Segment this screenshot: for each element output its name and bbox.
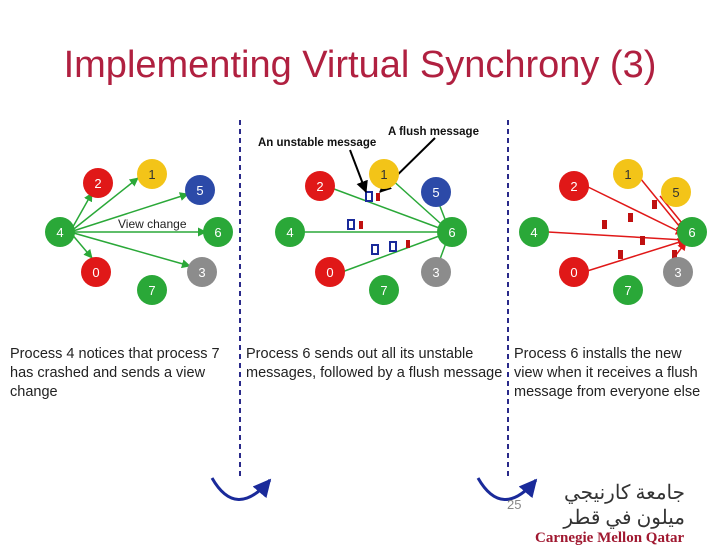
- panel-3-node-3: 3: [663, 257, 693, 287]
- panel-2-node-3: 3: [421, 257, 451, 287]
- node-label: 1: [624, 167, 631, 182]
- panel-3-node-2: 2: [559, 171, 589, 201]
- node-circle: [137, 159, 167, 189]
- node-circle: [83, 168, 113, 198]
- panel-2-node-1: 1: [369, 159, 399, 189]
- panel-3-node-0: 0: [559, 257, 589, 287]
- node-label: 3: [198, 265, 205, 280]
- node-circle: [663, 257, 693, 287]
- node-circle: [559, 257, 589, 287]
- panel-3-messages: [602, 200, 677, 259]
- node-circle: [45, 217, 75, 247]
- node-label: 6: [688, 225, 695, 240]
- panel-1-node-0: 0: [81, 257, 111, 287]
- node-label: 4: [530, 225, 537, 240]
- panel-2-node-5: 5: [421, 177, 451, 207]
- node-label: 7: [624, 283, 631, 298]
- process-nodes: 2 1 5 4 6 0 7 3 2 1 5 4 6 0 7 3 2 1 5 4 6 0 7 3: [45, 159, 707, 305]
- node-label: 4: [286, 225, 293, 240]
- panel-3-node-7: 7: [613, 275, 643, 305]
- node-circle: [661, 177, 691, 207]
- caption-middle: Process 6 sends out all its unstable mes…: [246, 346, 503, 381]
- node-circle: [275, 217, 305, 247]
- node-circle: [421, 177, 451, 207]
- node-label: 3: [674, 265, 681, 280]
- panel-2-node-0: 0: [315, 257, 345, 287]
- node-circle: [185, 175, 215, 205]
- node-circle: [137, 275, 167, 305]
- node-circle: [437, 217, 467, 247]
- node-label: 3: [432, 265, 439, 280]
- panel-2-node-7: 7: [369, 275, 399, 305]
- node-label: 6: [214, 225, 221, 240]
- node-label: 0: [570, 265, 577, 280]
- panel-1-node-3: 3: [187, 257, 217, 287]
- node-circle: [369, 159, 399, 189]
- logo-arabic-text: جامعة كارنيجي ميلون في قطر: [563, 482, 685, 529]
- unstable-pointer: [349, 149, 368, 194]
- panel-1-node-2: 2: [83, 168, 113, 198]
- node-circle: [187, 257, 217, 287]
- node-circle: [613, 159, 643, 189]
- panel-2-node-2: 2: [305, 171, 335, 201]
- page-number: 25: [507, 497, 522, 512]
- panel-1-node-1: 1: [137, 159, 167, 189]
- logo-text: Carnegie Mellon Qatar: [535, 530, 685, 546]
- panel-1-node-5: 5: [185, 175, 215, 205]
- caption-right: Process 6 installs the new view when it …: [514, 346, 701, 400]
- panel-2-node-6: 6: [437, 217, 467, 247]
- node-label: 0: [92, 265, 99, 280]
- node-label: 5: [432, 185, 439, 200]
- node-label: 6: [448, 225, 455, 240]
- node-label: 2: [316, 179, 323, 194]
- panel-1-node-4: 4: [45, 217, 75, 247]
- panel-2-messages: [347, 191, 410, 255]
- node-label: 7: [380, 283, 387, 298]
- view-change-label: View change: [118, 217, 187, 231]
- panel-3-node-1: 1: [613, 159, 643, 189]
- node-label: 4: [56, 225, 63, 240]
- node-label: 7: [148, 283, 155, 298]
- transition-arc-left: [210, 477, 272, 501]
- node-circle: [519, 217, 549, 247]
- caption-left: Process 4 notices that process 7 has cra…: [10, 346, 220, 400]
- unstable-message-label: An unstable message: [258, 137, 376, 149]
- panel-3-node-6: 6: [677, 217, 707, 247]
- node-circle: [315, 257, 345, 287]
- panel-2-node-4: 4: [275, 217, 305, 247]
- panel-1-node-6: 6: [203, 217, 233, 247]
- node-label: 0: [326, 265, 333, 280]
- node-label: 1: [380, 167, 387, 182]
- node-label: 5: [196, 183, 203, 198]
- node-circle: [305, 171, 335, 201]
- node-label: 1: [148, 167, 155, 182]
- node-circle: [369, 275, 399, 305]
- node-circle: [81, 257, 111, 287]
- node-label: 2: [570, 179, 577, 194]
- flush-message-label: A flush message: [388, 126, 479, 138]
- node-circle: [559, 171, 589, 201]
- node-label: 2: [94, 176, 101, 191]
- node-circle: [421, 257, 451, 287]
- node-label: 5: [672, 185, 679, 200]
- node-circle: [613, 275, 643, 305]
- node-circle: [203, 217, 233, 247]
- slide-title: Implementing Virtual Synchrony (3): [63, 44, 657, 86]
- panel-3-node-5: 5: [661, 177, 691, 207]
- panel-1-node-7: 7: [137, 275, 167, 305]
- cmu-qatar-logo: جامعة كارنيجي ميلون في قطر Carnegie Mell…: [535, 480, 685, 547]
- transition-arc-right: [476, 477, 538, 501]
- node-circle: [677, 217, 707, 247]
- panel-3-node-4: 4: [519, 217, 549, 247]
